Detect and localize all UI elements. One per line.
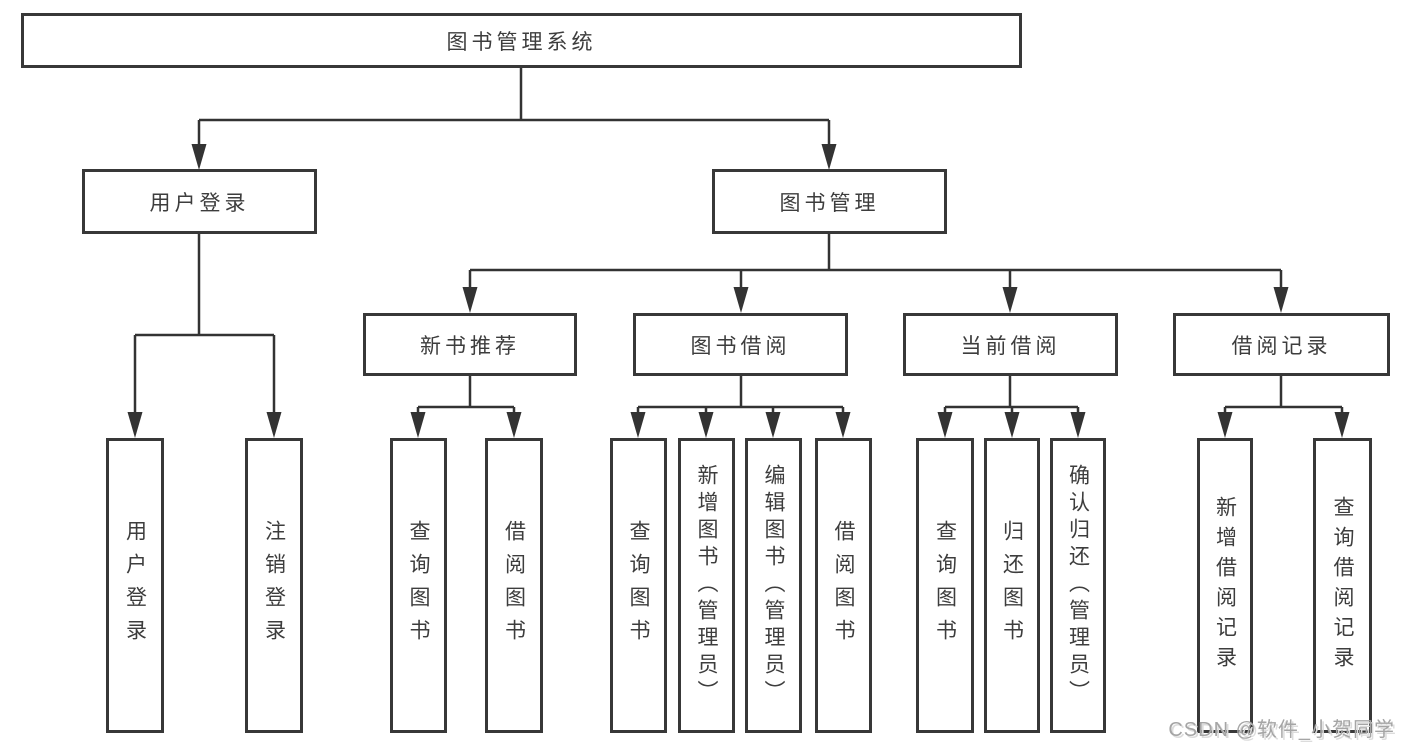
- node-current-borrowing: 当前借阅: [903, 313, 1118, 376]
- connector-mgmt-to-level3: [462, 234, 1289, 313]
- leaf-logout: 注销登录: [245, 438, 303, 733]
- connector-borrow-children: [630, 376, 851, 438]
- leaf-label: 确认归还（管理员）: [1066, 464, 1090, 707]
- leaf-label: 查询图书: [627, 519, 650, 652]
- leaf-confirm-return-admin: 确认归还（管理员）: [1050, 438, 1106, 733]
- node-book-management: 图书管理: [712, 169, 947, 234]
- leaf-label: 用户登录: [123, 519, 147, 652]
- node-label: 新书推荐: [420, 334, 520, 358]
- leaf-label: 编辑图书（管理员）: [762, 464, 785, 707]
- node-label: 借阅记录: [1231, 334, 1332, 358]
- leaf-label: 归还图书: [1000, 519, 1024, 652]
- leaf-query-borrow-record: 查询借阅记录: [1313, 438, 1372, 733]
- leaf-query-books-borrow: 查询图书: [610, 438, 667, 733]
- leaf-label: 借阅图书: [502, 519, 526, 652]
- leaf-label: 查询借阅记录: [1331, 495, 1354, 676]
- connector-records-children: [1217, 376, 1350, 438]
- node-label: 图书管理: [779, 191, 880, 215]
- leaf-borrow-books-borrow: 借阅图书: [815, 438, 872, 733]
- node-user-login: 用户登录: [82, 169, 317, 234]
- leaf-label: 查询图书: [933, 519, 957, 652]
- leaf-borrow-books-newbook: 借阅图书: [485, 438, 543, 733]
- leaf-edit-books-admin: 编辑图书（管理员）: [745, 438, 802, 733]
- csdn-watermark: CSDN @软件_小贺同学: [1168, 719, 1395, 741]
- leaf-user-login: 用户登录: [106, 438, 164, 733]
- leaf-query-books-newbook: 查询图书: [390, 438, 447, 733]
- leaf-query-books-current: 查询图书: [916, 438, 974, 733]
- connector-root-to-level2: [191, 68, 837, 170]
- node-label: 用户登录: [149, 191, 250, 215]
- node-label: 图书借阅: [690, 334, 791, 358]
- connector-login-children: [127, 234, 282, 438]
- connector-current-children: [937, 376, 1086, 438]
- leaf-label: 注销登录: [262, 519, 286, 652]
- node-library-management-system: 图书管理系统: [21, 13, 1022, 68]
- node-new-book-recommendation: 新书推荐: [363, 313, 577, 376]
- connector-newbook-children: [410, 376, 522, 438]
- leaf-label: 借阅图书: [832, 519, 855, 652]
- node-borrowing-records: 借阅记录: [1173, 313, 1390, 376]
- leaf-return-books: 归还图书: [984, 438, 1040, 733]
- leaf-label: 新增借阅记录: [1213, 495, 1237, 676]
- node-label: 图书管理系统: [446, 30, 597, 54]
- node-label: 当前借阅: [960, 334, 1061, 358]
- leaf-label: 查询图书: [407, 519, 430, 652]
- leaf-label: 新增图书（管理员）: [695, 464, 718, 707]
- node-book-borrowing: 图书借阅: [633, 313, 848, 376]
- leaf-add-borrow-record: 新增借阅记录: [1197, 438, 1253, 733]
- leaf-add-books-admin: 新增图书（管理员）: [678, 438, 735, 733]
